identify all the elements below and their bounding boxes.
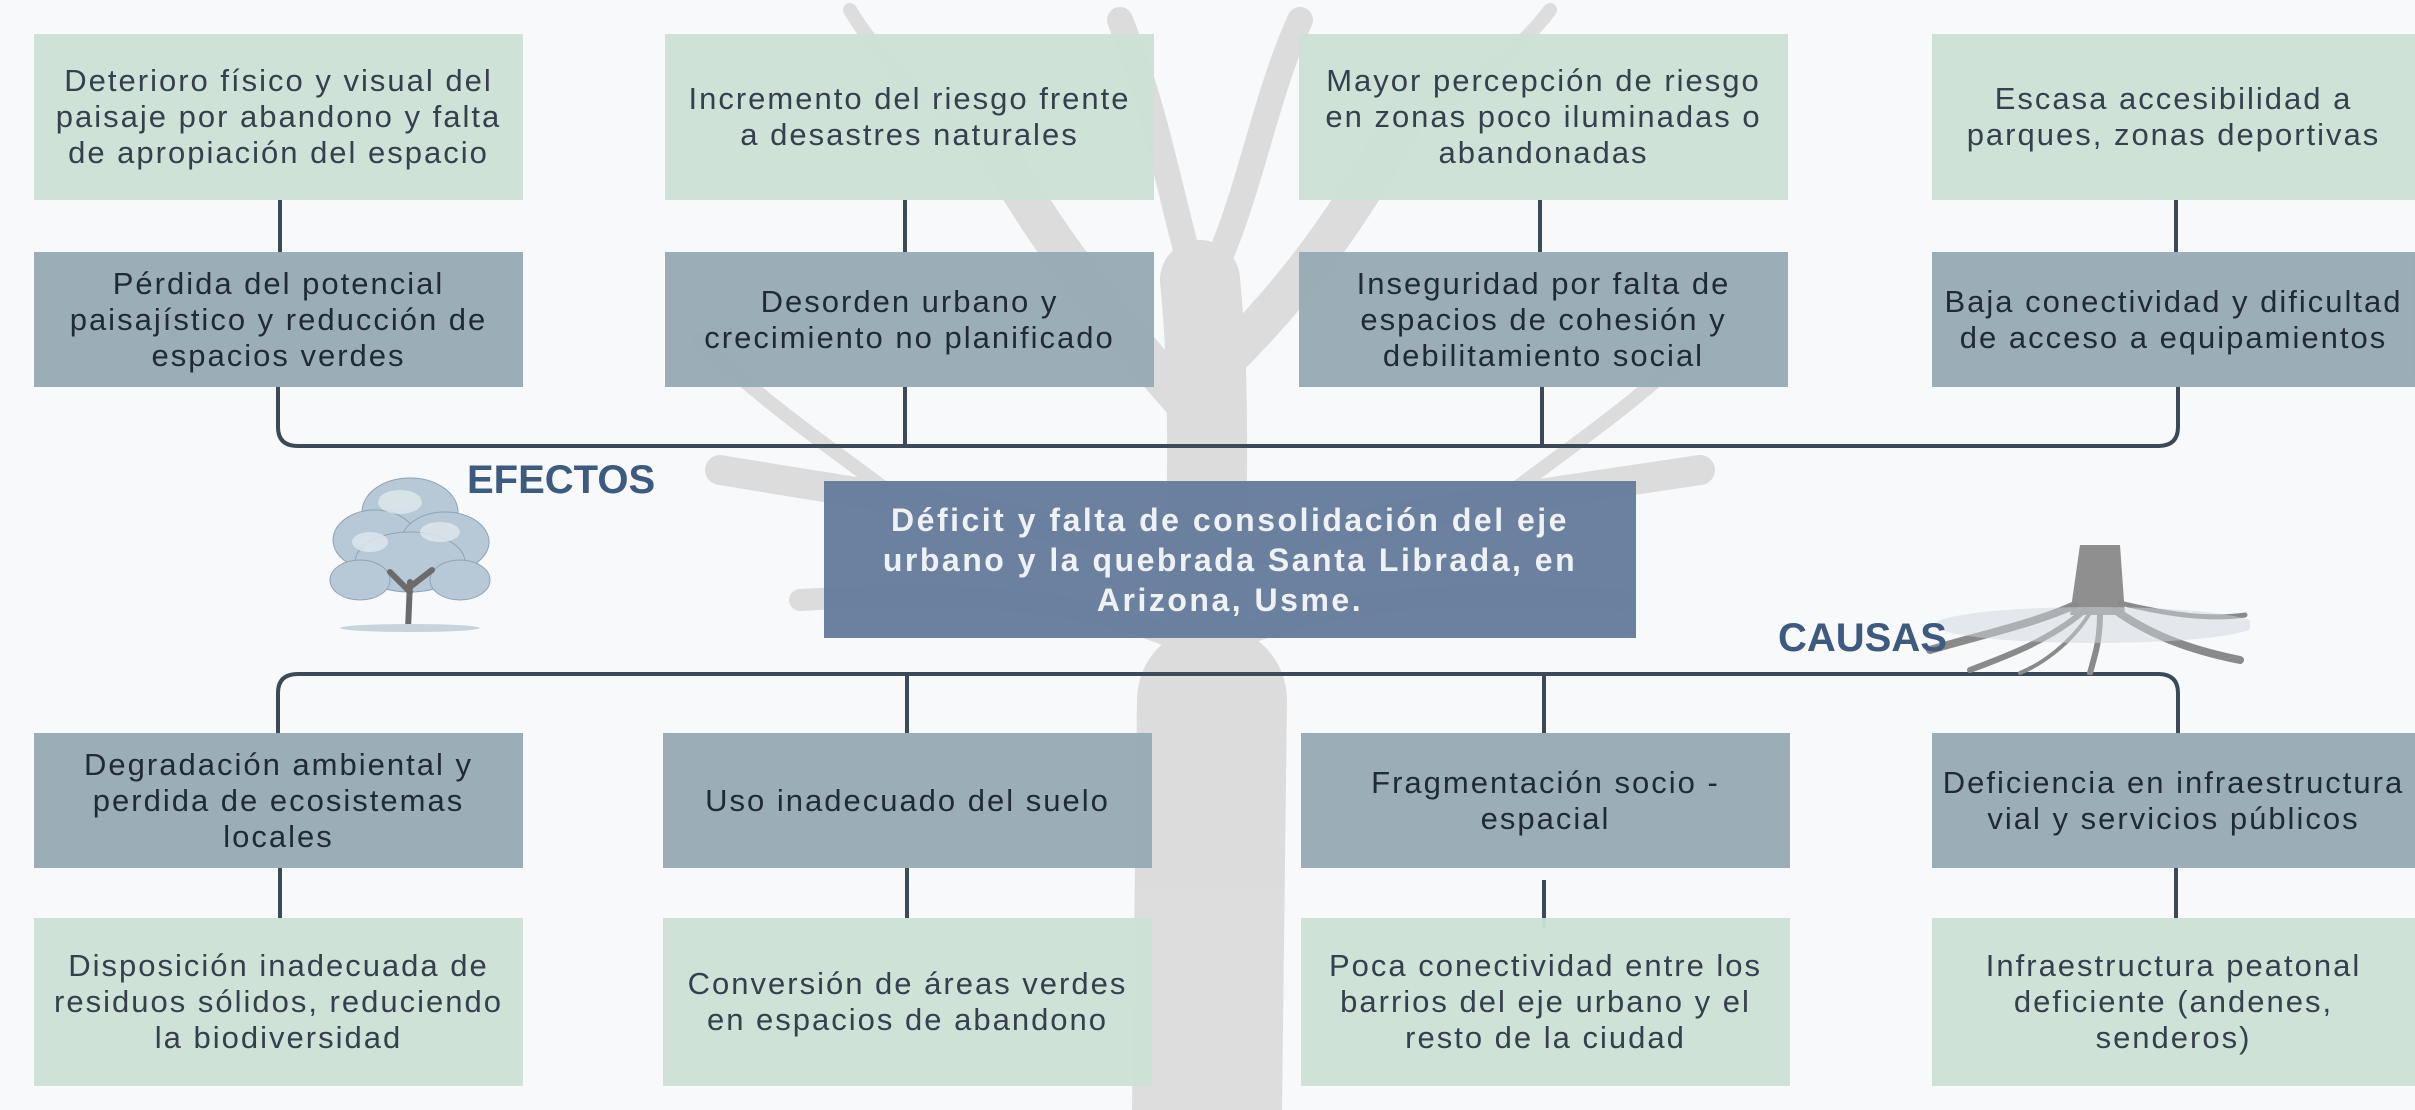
effect-direct-4: Baja conectividad y dificultad de acceso… — [1932, 252, 2415, 387]
cause-indirect-2: Conversión de áreas verdes en espacios d… — [663, 918, 1152, 1086]
effect-direct-2: Desorden urbano y crecimiento no planifi… — [665, 252, 1154, 387]
causes-label: CAUSAS — [1778, 616, 1947, 660]
cause-direct-2: Uso inadecuado del suelo — [663, 733, 1152, 868]
effect-indirect-3: Mayor percepción de riesgo en zonas poco… — [1299, 34, 1788, 200]
central-problem-text: Déficit y falta de consolidación del eje… — [882, 501, 1578, 618]
effect-direct-1: Pérdida del potencial paisajístico y red… — [34, 252, 523, 387]
cause-direct-1: Degradación ambiental y perdida de ecosi… — [34, 733, 523, 868]
cause-indirect-3: Poca conectividad entre los barrios del … — [1301, 918, 1790, 1086]
tree-roots-icon — [1926, 545, 2250, 675]
cause-direct-3-text: Fragmentación socio - espacial — [1371, 764, 1720, 836]
cause-direct-4: Deficiencia en infraestructura vial y se… — [1932, 733, 2415, 868]
effect-indirect-1-text: Deterioro físico y visual del paisaje po… — [55, 63, 502, 170]
effect-direct-4-text: Baja conectividad y dificultad de acceso… — [1944, 283, 2403, 355]
cause-direct-3: Fragmentación socio - espacial — [1301, 733, 1790, 868]
effect-direct-3-text: Inseguridad por falta de espacios de coh… — [1356, 265, 1731, 373]
effect-indirect-3-text: Mayor percepción de riesgo en zonas poco… — [1325, 63, 1762, 170]
effect-indirect-4-text: Escasa accesibilidad a parques, zonas de… — [1966, 81, 2381, 152]
cause-indirect-2-text: Conversión de áreas verdes en espacios d… — [687, 966, 1128, 1037]
effect-direct-3: Inseguridad por falta de espacios de coh… — [1299, 252, 1788, 387]
cause-indirect-4: Infraestructura peatonal deficiente (and… — [1932, 918, 2415, 1086]
effect-direct-2-text: Desorden urbano y crecimiento no planifi… — [704, 283, 1115, 355]
cause-direct-2-text: Uso inadecuado del suelo — [705, 782, 1110, 818]
effect-indirect-2-text: Incremento del riesgo frente a desastres… — [688, 81, 1131, 152]
cause-direct-1-text: Degradación ambiental y perdida de ecosi… — [84, 746, 473, 854]
central-problem-box: Déficit y falta de consolidación del eje… — [824, 481, 1636, 638]
effect-indirect-2: Incremento del riesgo frente a desastres… — [665, 34, 1154, 200]
cause-indirect-3-text: Poca conectividad entre los barrios del … — [1328, 948, 1763, 1055]
effect-indirect-1: Deterioro físico y visual del paisaje po… — [34, 34, 523, 200]
cause-indirect-1-text: Disposición inadecuada de residuos sólid… — [54, 948, 503, 1055]
cause-indirect-4-text: Infraestructura peatonal deficiente (and… — [1985, 948, 2362, 1055]
effect-indirect-4: Escasa accesibilidad a parques, zonas de… — [1932, 34, 2415, 200]
effect-direct-1-text: Pérdida del potencial paisajístico y red… — [69, 265, 488, 373]
cause-direct-4-text: Deficiencia en infraestructura vial y se… — [1942, 764, 2405, 836]
effects-label: EFECTOS — [467, 458, 656, 502]
tree-canopy-icon — [329, 477, 491, 632]
cause-indirect-1: Disposición inadecuada de residuos sólid… — [34, 918, 523, 1086]
